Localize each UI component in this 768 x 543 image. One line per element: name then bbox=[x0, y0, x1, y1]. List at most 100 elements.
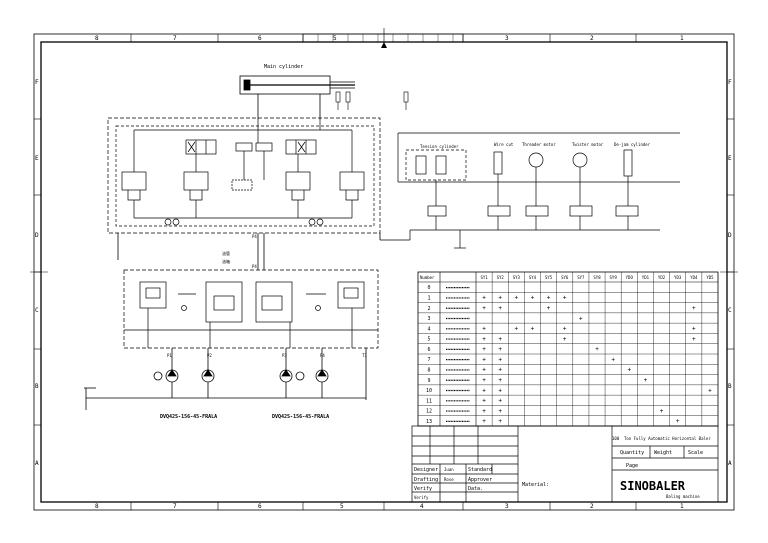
port-p3: P3 bbox=[282, 353, 287, 358]
table-mark: + bbox=[482, 326, 486, 333]
right-row-labels: F E D C B A bbox=[728, 79, 732, 467]
port-p4-lower: P4 bbox=[252, 264, 257, 269]
col-label: 1 bbox=[680, 503, 684, 510]
table-mark: + bbox=[627, 367, 631, 374]
table-mark: + bbox=[644, 377, 648, 384]
row-label: A bbox=[35, 460, 39, 467]
table-mark: + bbox=[498, 367, 502, 374]
pumps bbox=[84, 348, 367, 410]
material-label: Material: bbox=[522, 482, 549, 488]
table-mark: + bbox=[692, 305, 696, 312]
table-row-number: 11 bbox=[426, 398, 432, 404]
drafting-label: Drafting bbox=[414, 477, 438, 483]
pressure-switches-top bbox=[335, 91, 409, 110]
col-label: 3 bbox=[505, 503, 509, 510]
main-cylinder bbox=[239, 75, 355, 120]
table-column-header: SY6 bbox=[561, 275, 569, 280]
col-label: 6 bbox=[258, 35, 262, 42]
upper-valve-block bbox=[107, 117, 381, 234]
table-column-header: YD3 bbox=[674, 275, 682, 280]
approver-label: Approver bbox=[468, 477, 492, 483]
table-mark: + bbox=[498, 356, 502, 363]
table-mark: + bbox=[482, 346, 486, 353]
table-mark: + bbox=[660, 408, 664, 415]
table-row-number: 1 bbox=[427, 295, 430, 301]
table-mark: + bbox=[498, 295, 502, 302]
table-row-number: 8 bbox=[427, 367, 430, 373]
quantity-label: Quantity bbox=[620, 450, 644, 456]
table-mark: + bbox=[498, 387, 502, 394]
table-column-header: SY3 bbox=[513, 275, 521, 280]
table-column-header: SY5 bbox=[545, 275, 553, 280]
col-label: 5 bbox=[340, 503, 344, 510]
weight-label: Weight bbox=[654, 450, 672, 456]
table-mark: + bbox=[547, 305, 551, 312]
tank-note-2: 油箱 bbox=[222, 258, 230, 264]
designer-label: Designer bbox=[414, 467, 438, 473]
company-logo-sub: Baling machine bbox=[666, 494, 700, 499]
table-mark: + bbox=[531, 326, 535, 333]
left-row-labels: F E D C B A bbox=[35, 79, 39, 467]
col-label: 6 bbox=[258, 503, 262, 510]
table-column-header: YD5 bbox=[706, 275, 714, 280]
row-label: C bbox=[35, 307, 39, 314]
row-label: E bbox=[728, 155, 732, 162]
row-label: D bbox=[728, 232, 732, 239]
pump-port-labels: P1 P2 P3 P4 T1 bbox=[167, 353, 367, 358]
table-column-header: SY7 bbox=[577, 275, 585, 280]
table-row-number: 12 bbox=[426, 409, 432, 415]
title-prefix: 100 bbox=[612, 436, 620, 441]
table-mark: + bbox=[563, 336, 567, 343]
threader-motor-label: Threader motor bbox=[522, 142, 556, 147]
col-label: 2 bbox=[590, 35, 594, 42]
table-mark: + bbox=[498, 346, 502, 353]
top-ruler bbox=[302, 28, 464, 48]
drafting-name: Rose bbox=[444, 477, 454, 482]
twister-motor-label: Twister motor bbox=[572, 142, 604, 147]
table-column-header: YD1 bbox=[642, 275, 650, 280]
table-mark: + bbox=[498, 398, 502, 405]
col-label: 7 bbox=[173, 503, 177, 510]
pump-left-model: DVQ42S-156-45-FRALA bbox=[160, 414, 217, 420]
table-mark: + bbox=[498, 336, 502, 343]
row-label: F bbox=[728, 79, 732, 86]
col-label: 8 bbox=[95, 35, 99, 42]
table-mark: + bbox=[482, 295, 486, 302]
table-row-number: 13 bbox=[426, 419, 432, 425]
table-mark: + bbox=[498, 418, 502, 425]
machine-title: Ton Fully Automatic Horizontal Baler bbox=[624, 436, 711, 441]
table-mark: + bbox=[482, 377, 486, 384]
port-p4-upper: P4 bbox=[252, 234, 257, 239]
port-p2: P2 bbox=[207, 353, 212, 358]
table-mark: + bbox=[482, 387, 486, 394]
title-block-text: 100 Ton Fully Automatic Horizontal Baler… bbox=[414, 436, 711, 500]
table-mark: + bbox=[482, 418, 486, 425]
table-mark: + bbox=[692, 326, 696, 333]
table-column-header: YDO bbox=[626, 275, 634, 280]
table-mark: + bbox=[676, 418, 680, 425]
scale-label: Scale bbox=[688, 450, 703, 456]
port-p1: P1 bbox=[167, 353, 172, 358]
wire-cut-label: Wire cut bbox=[494, 142, 514, 147]
table-mark: + bbox=[482, 367, 486, 374]
table-row-number: 3 bbox=[427, 316, 430, 322]
table-mark: + bbox=[482, 408, 486, 415]
row-label: A bbox=[728, 460, 732, 467]
row-label: B bbox=[35, 383, 39, 390]
table-row-number: 9 bbox=[427, 378, 430, 384]
table-header-number: Number bbox=[420, 275, 435, 280]
table-mark: + bbox=[579, 315, 583, 322]
row-label: F bbox=[35, 79, 39, 86]
table-column-header: SY9 bbox=[610, 275, 618, 280]
table-mark: + bbox=[482, 336, 486, 343]
date-label: Data. bbox=[468, 486, 483, 492]
verify2-label: Verify bbox=[414, 495, 429, 500]
main-cylinder-label: Main cylinder bbox=[264, 64, 303, 70]
table-row-number: 6 bbox=[427, 347, 430, 353]
col-label: 2 bbox=[590, 503, 594, 510]
col-label: 3 bbox=[505, 35, 509, 42]
page-label: Page bbox=[626, 463, 638, 469]
frame-ticks bbox=[30, 34, 738, 510]
table-column-header: YD4 bbox=[690, 275, 698, 280]
